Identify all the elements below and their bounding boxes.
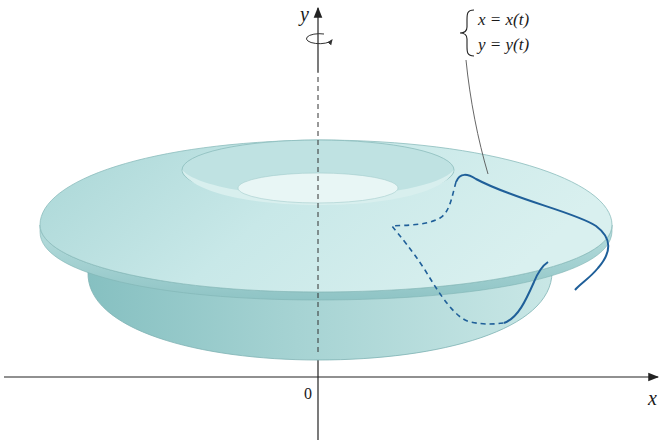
rotation-arrow [306,34,332,44]
equation-label: x = x(t) [478,11,529,28]
x-axis [4,376,658,377]
brace [460,10,474,56]
generating-curve-hidden [392,182,504,324]
origin-label: 0 [304,386,312,402]
generating-curve [504,262,548,323]
y-axis [317,8,318,72]
axis-label: y [300,4,309,24]
generating-curve [456,175,608,290]
leader-line [466,60,488,174]
surface-top [40,140,612,292]
equation-label: y = y(t) [478,36,529,53]
y-axis [317,352,318,440]
axis-label: x [648,388,657,408]
y-axis-hidden [318,72,319,352]
